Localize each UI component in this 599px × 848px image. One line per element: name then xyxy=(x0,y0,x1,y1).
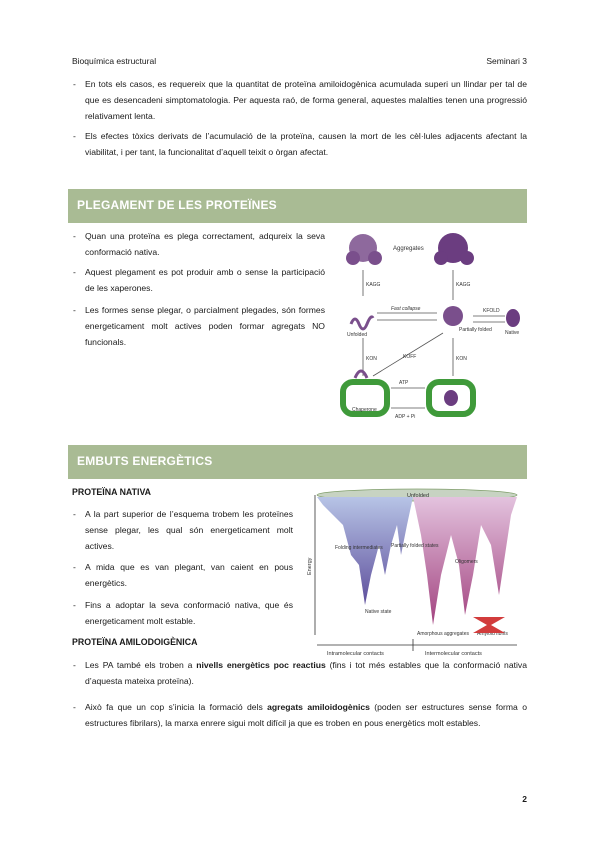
amyloid-fibrils-label: Amyloid fibrils xyxy=(477,631,508,637)
header-right: Seminari 3 xyxy=(486,56,527,66)
intro-bullet-2: -Els efectes tòxics derivats de l’acumul… xyxy=(73,131,527,157)
funnel-intramolecular xyxy=(317,497,413,605)
amyloid-bullet-2: -Això fa que un cop s’inicia la formació… xyxy=(73,702,527,728)
page-number: 2 xyxy=(522,794,527,804)
amyloid-heading: PROTEÏNA AMILODOIGÈNICA xyxy=(72,637,198,647)
native-label: Native xyxy=(505,330,519,336)
k-agg-right: KAGG xyxy=(456,282,471,288)
oligomers-label: Oligomers xyxy=(455,559,478,565)
section-band-folding: PLEGAMENT DE LES PROTEÏNES xyxy=(68,189,527,223)
folding-intermediates-label: Folding intermediates xyxy=(335,545,383,551)
aggregate-left-blob xyxy=(346,234,382,265)
energy-axis-label: Energy xyxy=(307,557,313,575)
intermolecular-contacts-label: Intermolecular contacts xyxy=(425,651,482,657)
energy-funnel-diagram: Energy Unfolded Folding intermediates Pa… xyxy=(307,488,518,657)
native-protein xyxy=(506,309,520,327)
fast-collapse-label: Fast collapse xyxy=(391,306,421,312)
partially-folded-states-label: Partially folded states xyxy=(391,543,439,549)
section-band-funnels: EMBUTS ENERGÈTICS xyxy=(68,445,527,479)
unfolded-chain xyxy=(349,315,375,331)
unfolded-label: Unfolded xyxy=(347,332,367,338)
partially-folded-blob xyxy=(443,306,463,326)
aggregate-right-blob xyxy=(434,233,474,265)
intramolecular-contacts-label: Intramolecular contacts xyxy=(327,651,384,657)
folding-bullet-2: -Aquest plegament es pot produir amb o s… xyxy=(73,267,325,293)
header-left: Bioquímica estructural xyxy=(72,56,157,66)
native-state-label: Native state xyxy=(365,609,392,615)
funnel-intermolecular xyxy=(413,497,517,625)
k-off-label: KOFF xyxy=(403,354,416,360)
k-on-right: KON xyxy=(456,356,467,362)
chaperone-folded-protein xyxy=(444,390,458,406)
amyloid-bullet-1: -Les PA també els troben a nivells energ… xyxy=(73,660,527,686)
k-on-left: KON xyxy=(366,356,377,362)
native-bullet-2: -A mida que es van plegant, van caient e… xyxy=(73,562,293,588)
k-fold-label: KFOLD xyxy=(483,308,500,314)
chaperone-substrate xyxy=(353,369,369,379)
folding-bullet-3: -Les formes sense plegar, o parcialment … xyxy=(73,305,325,347)
adp-label: ADP + Pi xyxy=(395,414,415,420)
amorphous-aggregates-label: Amorphous aggregates xyxy=(417,631,469,637)
partially-folded-label: Partially folded xyxy=(459,327,492,333)
chaperone-label: Chaperone xyxy=(352,407,377,413)
native-heading: PROTEÏNA NATIVA xyxy=(72,487,152,497)
atp-label: ATP xyxy=(399,380,409,386)
aggregates-label: Aggregates xyxy=(393,246,424,252)
amyloid-fibril-shape xyxy=(473,617,505,633)
intro-bullet-1: -En tots els casos, es requereix que la … xyxy=(73,79,527,121)
chaperone-left xyxy=(340,379,390,417)
folding-diagram: Aggregates KAGG KAGG Fast collapse Unfol… xyxy=(340,233,520,420)
folding-bullet-1: -Quan una proteïna es plega correctament… xyxy=(73,231,325,257)
unfolded-top-label: Unfolded xyxy=(407,493,429,499)
section-title-funnels: EMBUTS ENERGÈTICS xyxy=(77,454,213,468)
k-agg-left: KAGG xyxy=(366,282,381,288)
native-bullet-3: -Fins a adoptar la seva conformació nati… xyxy=(73,600,293,626)
native-bullet-1: -A la part superior de l’esquema trobem … xyxy=(73,509,293,551)
section-title-folding: PLEGAMENT DE LES PROTEÏNES xyxy=(77,198,277,212)
